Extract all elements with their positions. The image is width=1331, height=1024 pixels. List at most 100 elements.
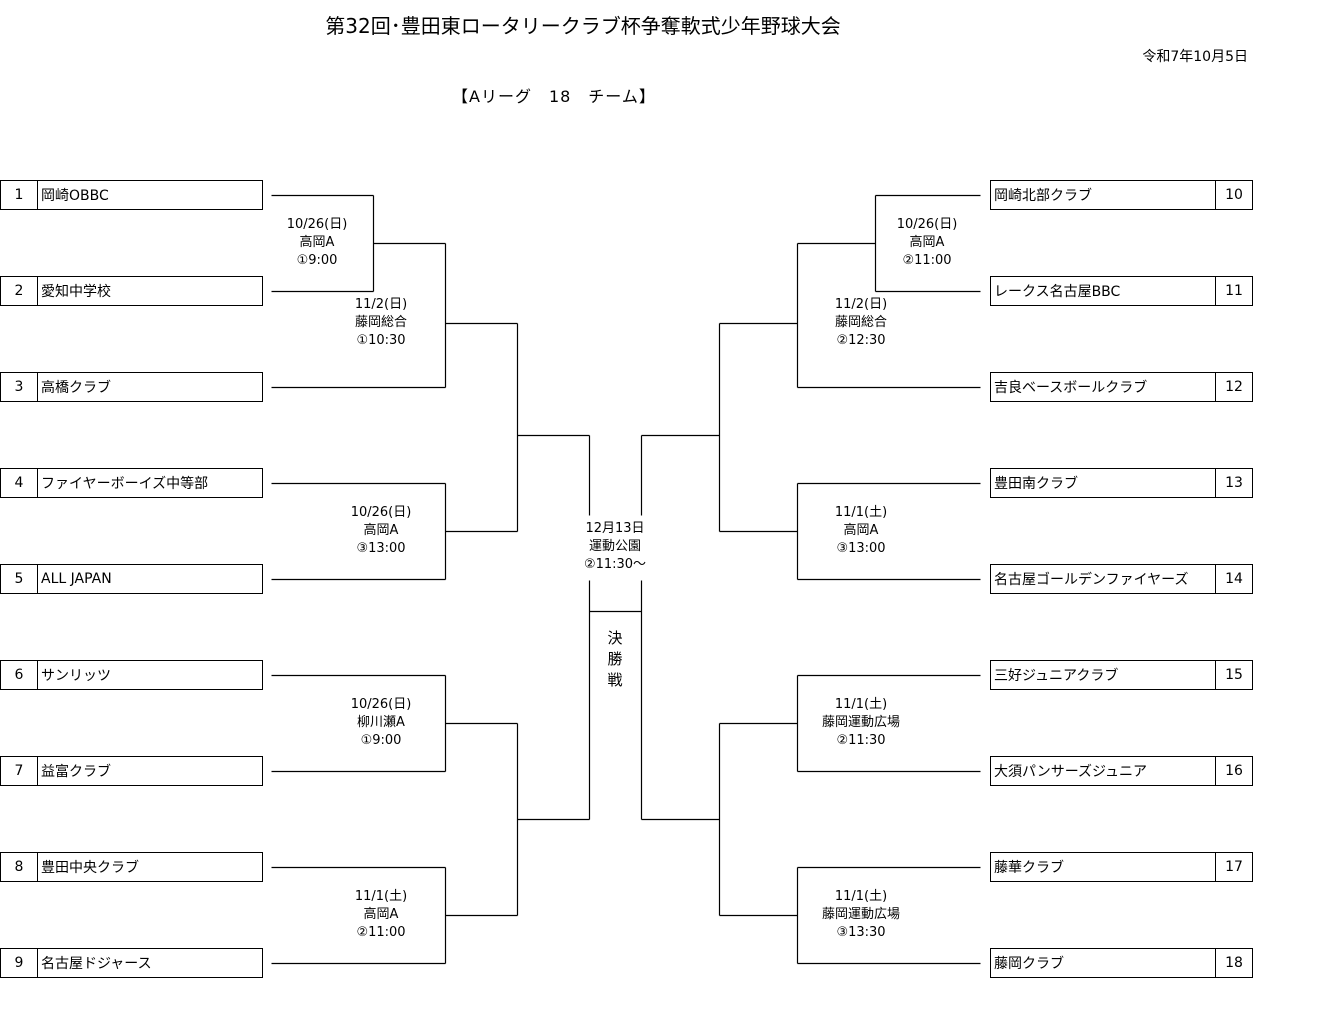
- team-number: 16: [1215, 757, 1252, 785]
- team-entry: 13 豊田南クラブ: [990, 468, 1253, 498]
- final-label: 決勝戦: [607, 629, 623, 689]
- team-number: 7: [1, 757, 38, 785]
- match-time: ①9:00: [360, 733, 402, 748]
- league-heading: 【Aリーグ 18 チーム】: [452, 87, 656, 106]
- match-time: ②11:30: [836, 733, 886, 748]
- match-time: ①9:00: [296, 253, 338, 268]
- match-time: ③13:00: [356, 541, 406, 556]
- match-info: 10/26(日) 高岡A ①9:00: [247, 216, 387, 270]
- team-number: 10: [1215, 181, 1252, 209]
- match-venue: 柳川瀬A: [357, 715, 405, 730]
- match-info: 10/26(日) 高岡A ②11:00: [857, 216, 997, 270]
- tournament-title: 第32回･豊田東ロータリークラブ杯争奪軟式少年野球大会: [325, 14, 841, 38]
- match-date: 11/1(土): [354, 889, 408, 904]
- team-entry: 15 三好ジュニアクラブ: [990, 660, 1253, 690]
- final-venue: 運動公園: [588, 539, 641, 554]
- team-name: 愛知中学校: [41, 284, 111, 300]
- team-name: 大須パンサーズジュニア: [994, 764, 1148, 780]
- team-name: レークス名古屋BBC: [994, 284, 1121, 300]
- team-number: 9: [1, 949, 38, 977]
- match-date: 11/1(土): [834, 697, 888, 712]
- team-number: 13: [1215, 469, 1252, 497]
- match-date: 11/2(日): [834, 297, 888, 312]
- team-entry: 16 大須パンサーズジュニア: [990, 756, 1253, 786]
- match-info: 11/1(土) 高岡A ③13:00: [791, 504, 931, 558]
- team-number: 1: [1, 181, 38, 209]
- match-time: ②11:00: [356, 925, 406, 940]
- match-info: 11/1(土) 藤岡運動広場 ③13:30: [791, 888, 931, 942]
- match-date: 10/26(日): [896, 217, 958, 232]
- match-info: 11/1(土) 藤岡運動広場 ②11:30: [791, 696, 931, 750]
- team-number: 4: [1, 469, 38, 497]
- match-time: ③13:30: [836, 925, 886, 940]
- team-number: 8: [1, 853, 38, 881]
- team-entry: 10 岡崎北部クラブ: [990, 180, 1253, 210]
- team-name: 豊田中央クラブ: [41, 860, 139, 876]
- match-info: 11/2(日) 藤岡総合 ①10:30: [311, 296, 451, 350]
- issue-date: 令和7年10月5日: [1142, 49, 1248, 65]
- final-date: 12月13日: [585, 521, 645, 536]
- match-venue: 高岡A: [299, 235, 335, 250]
- match-info: 11/2(日) 藤岡総合 ②12:30: [791, 296, 931, 350]
- team-name: 藤岡クラブ: [994, 956, 1064, 972]
- team-name: 高橋クラブ: [41, 380, 111, 396]
- team-entry: 14 名古屋ゴールデンファイヤーズ: [990, 564, 1253, 594]
- final-match-info: 12月13日 運動公園 ②11:30～: [545, 520, 685, 574]
- team-name: 益富クラブ: [41, 764, 111, 780]
- match-venue: 高岡A: [909, 235, 945, 250]
- team-name: ファイヤーボーイズ中等部: [41, 476, 209, 492]
- match-venue: 高岡A: [363, 907, 399, 922]
- team-number: 18: [1215, 949, 1252, 977]
- match-info: 11/1(土) 高岡A ②11:00: [311, 888, 451, 942]
- team-name: 岡崎OBBC: [41, 188, 109, 204]
- team-name: 三好ジュニアクラブ: [994, 668, 1119, 684]
- team-number: 12: [1215, 373, 1252, 401]
- team-name: 豊田南クラブ: [994, 476, 1078, 492]
- team-number: 15: [1215, 661, 1252, 689]
- team-name: 名古屋ドジャース: [41, 956, 152, 972]
- team-entry: 18 藤岡クラブ: [990, 948, 1253, 978]
- team-number: 2: [1, 277, 38, 305]
- team-name: 吉良ベースボールクラブ: [994, 380, 1148, 396]
- final-time: ②11:30～: [583, 557, 647, 572]
- team-entry: 17 藤華クラブ: [990, 852, 1253, 882]
- match-venue: 高岡A: [843, 523, 879, 538]
- match-date: 11/1(土): [834, 505, 888, 520]
- team-entry: 11 レークス名古屋BBC: [990, 276, 1253, 306]
- team-entry: 12 吉良ベースボールクラブ: [990, 372, 1253, 402]
- team-name: 名古屋ゴールデンファイヤーズ: [994, 572, 1189, 588]
- match-date: 11/2(日): [354, 297, 408, 312]
- match-info: 10/26(日) 柳川瀬A ①9:00: [311, 696, 451, 750]
- match-venue: 藤岡運動広場: [821, 907, 900, 922]
- match-time: ①10:30: [356, 333, 406, 348]
- match-date: 10/26(日): [286, 217, 348, 232]
- match-time: ②11:00: [902, 253, 952, 268]
- match-venue: 藤岡総合: [354, 315, 407, 330]
- team-number: 17: [1215, 853, 1252, 881]
- match-date: 11/1(土): [834, 889, 888, 904]
- team-name: 藤華クラブ: [994, 860, 1064, 876]
- match-venue: 藤岡運動広場: [821, 715, 900, 730]
- team-name: 岡崎北部クラブ: [994, 188, 1092, 204]
- match-date: 10/26(日): [350, 697, 412, 712]
- team-name: サンリッツ: [41, 668, 111, 684]
- team-number: 11: [1215, 277, 1252, 305]
- match-time: ③13:00: [836, 541, 886, 556]
- match-time: ②12:30: [836, 333, 886, 348]
- match-venue: 高岡A: [363, 523, 399, 538]
- team-number: 14: [1215, 565, 1252, 593]
- match-venue: 藤岡総合: [834, 315, 887, 330]
- team-number: 6: [1, 661, 38, 689]
- team-number: 5: [1, 565, 38, 593]
